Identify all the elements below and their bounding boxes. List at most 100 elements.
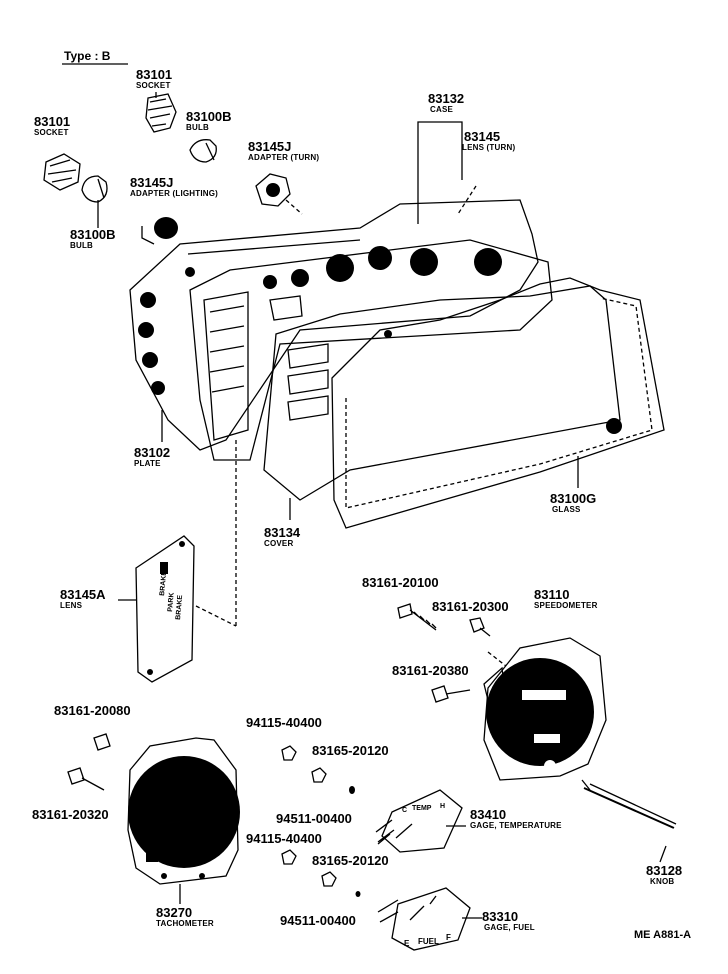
socket-left-name: SOCKET bbox=[34, 128, 69, 137]
tachometer-tick-5: 5 bbox=[214, 781, 220, 793]
screw-20300-drawing bbox=[469, 617, 491, 637]
temp-face-c: C bbox=[402, 807, 407, 814]
temp-face-label: TEMP bbox=[412, 805, 432, 812]
screw-20300-leader bbox=[487, 651, 507, 667]
tachometer-tick-0: 0 bbox=[145, 828, 151, 840]
adapter-turn-drawing bbox=[255, 173, 291, 207]
lens-number: 83145A bbox=[60, 587, 106, 602]
bulb-left-name: BULB bbox=[70, 241, 94, 250]
screw-20080-drawing bbox=[93, 733, 111, 751]
adapter-lighting-name: ADAPTER (LIGHTING) bbox=[130, 189, 219, 198]
nut-40400-b-number: 94115-40400 bbox=[246, 831, 322, 846]
lens-turn-leader bbox=[457, 185, 477, 215]
tachometer-drawing bbox=[127, 737, 240, 885]
case-leader bbox=[417, 121, 463, 224]
case-name: CASE bbox=[430, 105, 454, 114]
lens-park-text: PARK bbox=[167, 592, 176, 612]
tachometer-tick-2: 2 bbox=[148, 781, 154, 793]
glass-number: 83100G bbox=[550, 491, 597, 506]
speedometer-tick-0: 20 bbox=[499, 725, 507, 732]
speedometer-tick-2: 60 bbox=[512, 679, 520, 686]
adapter-turn-leader bbox=[285, 199, 303, 215]
socket-left-number: 83101 bbox=[34, 114, 71, 129]
nut-40400-a-drawing bbox=[281, 745, 297, 761]
nut-40400-b-drawing bbox=[281, 849, 297, 865]
speedometer-unit-text: km/h bbox=[534, 718, 557, 729]
bulb-top-number: 83100B bbox=[186, 109, 232, 124]
lens-brake-text: BRAKE bbox=[159, 570, 168, 596]
socket-left-drawing bbox=[43, 153, 81, 191]
gage-fuel-drawing bbox=[377, 887, 471, 951]
gage-temperature-drawing bbox=[375, 789, 463, 853]
lens-name: LENS bbox=[60, 601, 83, 610]
speedometer-tick-1: 40 bbox=[498, 700, 506, 707]
fuel-face-f: F bbox=[446, 933, 451, 942]
washer-20120-a-number: 83165-20120 bbox=[312, 743, 389, 758]
cover-number: 83134 bbox=[264, 525, 301, 540]
tachometer-tick-1: 1 bbox=[139, 804, 145, 816]
washer-00400-b-drawing bbox=[321, 871, 337, 887]
tachometer-unit-text: X1000r/min bbox=[172, 834, 204, 840]
washer-20120-a-drawing bbox=[344, 781, 360, 799]
screw-20380-drawing bbox=[431, 685, 471, 703]
screw-20080-number: 83161-20080 bbox=[54, 703, 131, 718]
nut-40400-a-number: 94115-40400 bbox=[246, 715, 322, 730]
washer-00400-a-number: 94511-00400 bbox=[276, 811, 352, 826]
speedometer-number: 83110 bbox=[534, 587, 570, 602]
socket-top-drawing bbox=[145, 93, 177, 133]
gage-temperature-name: GAGE, TEMPERATURE bbox=[470, 821, 562, 830]
washer-20120-b-number: 83165-20120 bbox=[312, 853, 389, 868]
bulb-left-drawing bbox=[81, 175, 108, 203]
plate-number: 83102 bbox=[134, 445, 171, 460]
knob-number: 83128 bbox=[646, 863, 683, 878]
knob-drawing bbox=[581, 779, 684, 842]
speedometer-tick-4: 100 bbox=[558, 679, 570, 686]
gage-fuel-number: 83310 bbox=[482, 909, 519, 924]
adapter-lighting-drawing bbox=[141, 213, 178, 245]
screw-20100-drawing bbox=[397, 603, 437, 631]
screw-20320-drawing bbox=[67, 767, 105, 791]
tachometer-tick-4: 4 bbox=[193, 767, 200, 779]
case-number: 83132 bbox=[428, 91, 465, 106]
plate-name: PLATE bbox=[134, 459, 161, 468]
screw-20100-number: 83161-20100 bbox=[362, 575, 439, 590]
case-drawing bbox=[189, 239, 553, 461]
temp-face-h: H bbox=[440, 803, 445, 810]
cover-drawing bbox=[263, 285, 621, 501]
lens-brake2-text: BRAKE bbox=[175, 594, 184, 620]
screw-20300-number: 83161-20300 bbox=[432, 599, 509, 614]
adapter-lighting-number: 83145J bbox=[130, 175, 174, 190]
speedometer-tick-6: 140 bbox=[572, 725, 584, 732]
speedometer-drawing bbox=[483, 637, 607, 781]
lens-turn-drawing bbox=[473, 167, 495, 189]
lens-drawing bbox=[135, 535, 195, 683]
speedometer-tick-5: 120 bbox=[572, 700, 584, 707]
socket-top-number: 83101 bbox=[136, 67, 173, 82]
tachometer-tick-7: 7 bbox=[217, 828, 223, 840]
knob-name: KNOB bbox=[650, 877, 675, 886]
washer-00400-a-drawing bbox=[311, 767, 327, 783]
lens-turn-number: 83145 bbox=[464, 129, 501, 144]
adapter-turn-number: 83145J bbox=[248, 139, 292, 154]
washer-00400-b-number: 94511-00400 bbox=[280, 913, 356, 928]
plate-drawing bbox=[129, 199, 539, 451]
tachometer-name: TACHOMETER bbox=[156, 919, 214, 928]
knob-leader bbox=[659, 845, 667, 863]
glass-drawing bbox=[331, 277, 665, 529]
gage-temperature-number: 83410 bbox=[470, 807, 507, 822]
tachometer-tick-3: 3 bbox=[169, 767, 175, 779]
bulb-top-name: BULB bbox=[186, 123, 210, 132]
tachometer-number: 83270 bbox=[156, 905, 193, 920]
fuel-face-e: E bbox=[404, 939, 410, 948]
gage-fuel-name: GAGE, FUEL bbox=[484, 923, 535, 932]
type-label: Type : B bbox=[64, 49, 111, 63]
washer-20120-b-drawing bbox=[351, 886, 365, 902]
cover-name: COVER bbox=[264, 539, 294, 548]
speedometer-name: SPEEDOMETER bbox=[534, 601, 598, 610]
bulb-top-drawing bbox=[189, 139, 217, 163]
lens-leader bbox=[195, 605, 237, 627]
